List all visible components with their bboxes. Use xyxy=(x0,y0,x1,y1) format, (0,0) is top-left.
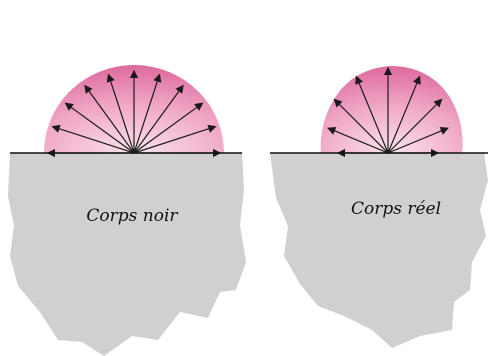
real-body-ray-arrow-8 xyxy=(387,127,449,154)
real-body-group: Corps réel xyxy=(270,66,488,348)
real-body-ray-arrow-7 xyxy=(387,98,443,154)
real-body-ray-arrow-4 xyxy=(355,75,389,154)
black-body-ray-arrow-5 xyxy=(106,73,135,154)
black-body-label: Corps noir xyxy=(86,206,178,226)
real-body-ray-arrow-3 xyxy=(333,98,389,154)
black-body-ray-arrow-10 xyxy=(133,124,217,154)
black-body-block xyxy=(8,153,246,356)
black-body-ray-arrow-9 xyxy=(133,102,204,154)
black-body-ray-arrow-2 xyxy=(51,124,135,154)
black-body-ray-arrow-8 xyxy=(133,84,184,154)
real-body-emission-lobe xyxy=(320,66,463,153)
black-body-ray-arrow-3 xyxy=(64,102,135,154)
black-body-ray-arrow-7 xyxy=(133,73,162,154)
real-body-block xyxy=(270,153,488,348)
black-body-group: Corps noir xyxy=(8,65,246,356)
real-body-ray-arrow-6 xyxy=(387,75,421,154)
real-body-ray-arrow-2 xyxy=(327,127,389,154)
black-body-ray-arrow-4 xyxy=(84,84,135,154)
real-body-label: Corps réel xyxy=(351,199,441,219)
